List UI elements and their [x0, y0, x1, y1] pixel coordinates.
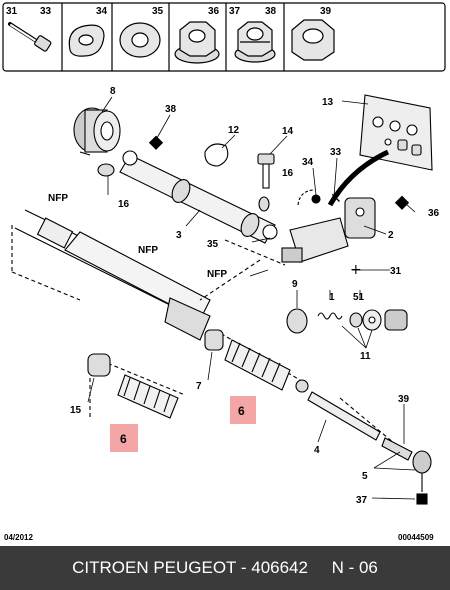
- tie-rod-end: [381, 437, 432, 492]
- callout-33: 33: [330, 147, 342, 158]
- callout-39: 39: [398, 394, 410, 405]
- torque-marker: [416, 493, 428, 505]
- exploded-view: ✕ +: [11, 94, 433, 505]
- callout-11: 11: [360, 351, 371, 362]
- callout-nfp-lower: NFP: [207, 269, 227, 280]
- callout-7: 7: [196, 381, 202, 392]
- screw-icon: [8, 22, 52, 52]
- flange-nut-icon: [174, 21, 220, 64]
- hex-nut-icon: [291, 19, 335, 61]
- rack-housing: [11, 209, 211, 341]
- bushing: [258, 196, 270, 212]
- callout-16-right: 16: [282, 168, 294, 179]
- cross-symbol: ✕: [330, 191, 342, 207]
- grease-point: [311, 194, 321, 204]
- callout-36: 36: [428, 208, 440, 219]
- callout-6-left: 6: [120, 432, 127, 446]
- callout-3: 3: [176, 230, 182, 241]
- header-box-5-right: 38: [265, 6, 277, 17]
- callout-12: 12: [228, 125, 240, 136]
- callout-14: 14: [282, 126, 294, 137]
- header-box-2-right: 34: [96, 6, 108, 17]
- reference-code: 00044509: [398, 533, 434, 542]
- spring-clip: [204, 143, 229, 167]
- part-number-text: CITROEN PEUGEOT - 406642 N - 06: [72, 558, 378, 577]
- bushing: [97, 163, 115, 177]
- valve-housing: [281, 197, 376, 263]
- torque-marker: [394, 195, 410, 210]
- rack-bush: [204, 329, 224, 351]
- callout-8: 8: [110, 86, 116, 97]
- callout-nfp-middle: NFP: [138, 245, 158, 256]
- callout-9: 9: [292, 279, 298, 290]
- header-box-6-right: 39: [320, 6, 332, 17]
- highlight-box-right: [230, 396, 256, 424]
- boot-left: [117, 374, 179, 419]
- callout-31: 31: [390, 266, 402, 277]
- callout-38: 38: [165, 104, 177, 115]
- date-code: 04/2012: [4, 533, 33, 542]
- callout-6-right: 6: [238, 404, 245, 418]
- part-number-banner: CITROEN PEUGEOT - 406642 N - 06: [0, 546, 450, 590]
- self-locking-nut-icon: [234, 21, 276, 63]
- bolt-part: [257, 153, 275, 189]
- callout-35: 35: [207, 239, 219, 250]
- callout-5: 5: [362, 471, 368, 482]
- washer-icon: [119, 22, 161, 58]
- highlight-box-left: [110, 424, 138, 452]
- tie-rod: [295, 379, 381, 441]
- header-strip: [2, 2, 446, 72]
- cam-washer-icon: [68, 24, 105, 57]
- torque-marker: [148, 135, 164, 150]
- callout-16-left: 16: [118, 199, 130, 210]
- small-bush: [87, 353, 111, 377]
- callout-4: 4: [314, 445, 320, 456]
- header-box-1-right: 33: [40, 6, 52, 17]
- pressure-hose: [327, 149, 390, 207]
- callout-15: 15: [70, 405, 82, 416]
- clamp-part: [73, 107, 121, 156]
- boot-right: [224, 339, 291, 391]
- header-box-3-right: 35: [152, 6, 164, 17]
- leader-lines: [87, 96, 416, 500]
- yoke-assembly: [286, 308, 408, 334]
- callout-nfp-upper: NFP: [48, 193, 68, 204]
- mounting-bracket-kit: [359, 94, 433, 171]
- header-frame: [2, 2, 446, 72]
- header-box-1-left: 31: [6, 6, 18, 17]
- callout-1: 1: [329, 292, 335, 303]
- header-box-4-right: 36: [208, 6, 220, 17]
- callout-51: 51: [353, 292, 365, 303]
- callout-2: 2: [388, 230, 394, 241]
- callout-37: 37: [356, 495, 368, 506]
- callout-13: 13: [322, 97, 334, 108]
- header-box-5-left: 37: [229, 6, 241, 17]
- power-cylinder: [119, 150, 278, 244]
- callout-34: 34: [302, 157, 314, 168]
